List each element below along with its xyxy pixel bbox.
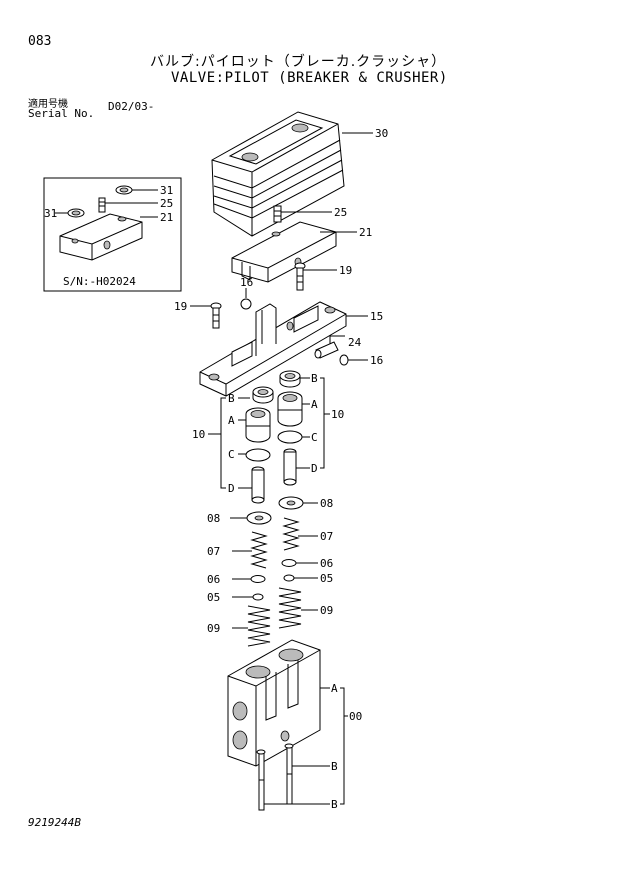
spring-09-left (247, 605, 271, 647)
callout-06: 06 (207, 573, 220, 586)
valve-body (227, 639, 321, 767)
callout-10: 10 (192, 428, 205, 441)
washer-06 (281, 559, 297, 567)
spool-kit-right (277, 370, 303, 486)
callout-05: 05 (207, 591, 220, 604)
washer-06 (250, 575, 266, 583)
shim-05 (283, 574, 295, 582)
callout-d: D (311, 462, 318, 475)
callout-10: 10 (331, 408, 344, 421)
inset-frame (43, 177, 182, 292)
callout-19: 19 (339, 264, 352, 277)
shim-05 (252, 593, 264, 601)
callout-b: B (228, 392, 235, 405)
callout-07: 07 (320, 530, 333, 543)
callout-25: 25 (160, 197, 173, 210)
spring-seat-08-right (278, 496, 304, 510)
callout-16: 16 (370, 354, 383, 367)
block-21 (231, 221, 337, 283)
connector-24 (314, 341, 339, 359)
callout-07: 07 (207, 545, 220, 558)
callout-24: 24 (348, 336, 362, 349)
callout-00: 00 (349, 710, 362, 723)
callout-d: D (228, 482, 235, 495)
callout-b: B (331, 798, 338, 811)
callout-31: 31 (160, 184, 173, 197)
inset-serial-label: S/N:-H02024 (63, 275, 136, 288)
o-ring-16 (240, 298, 252, 310)
callout-b: B (311, 372, 318, 385)
title-english: VALVE:PILOT (BREAKER & CRUSHER) (171, 70, 448, 86)
screw-19 (294, 262, 306, 291)
title-japanese: バルブ:パイロット（ブレーカ.クラッシャ） (150, 54, 447, 70)
serial-value: D02/03- (108, 100, 155, 113)
callout-08: 08 (207, 512, 220, 525)
base-plate-15 (199, 301, 347, 397)
serial-label-en: Serial No. (28, 107, 95, 120)
footer-code: 9219244B (28, 816, 81, 829)
page-number: 083 (28, 34, 52, 49)
callout-06: 06 (320, 557, 333, 570)
spring-07-right (282, 517, 300, 551)
callout-c: C (311, 431, 318, 444)
callout-05: 05 (320, 572, 333, 585)
callout-30: 30 (375, 127, 388, 140)
callout-31: 31 (44, 207, 57, 220)
spring-07-left (250, 531, 268, 569)
plug-25 (273, 205, 282, 223)
callout-21: 21 (359, 226, 372, 239)
o-ring-16 (339, 354, 349, 366)
callout-09: 09 (320, 604, 333, 617)
callout-21: 21 (160, 211, 173, 224)
callout-c: C (228, 448, 235, 461)
callout-a: A (331, 682, 338, 695)
callout-08: 08 (320, 497, 333, 510)
pilot-cover-30 (211, 111, 345, 237)
screw-19 (210, 302, 222, 329)
spring-seat-08-left (246, 511, 272, 525)
callout-b: B (331, 760, 338, 773)
spring-09-right (278, 587, 302, 629)
callout-16: 16 (240, 276, 253, 289)
callout-15: 15 (370, 310, 383, 323)
callout-25: 25 (334, 206, 347, 219)
callout-a: A (311, 398, 318, 411)
callout-09: 09 (207, 622, 220, 635)
spool-kit-left (245, 386, 274, 504)
callout-19: 19 (174, 300, 187, 313)
serial-label-jp: 適用号機 (28, 99, 68, 110)
callout-a: A (228, 414, 235, 427)
inset-part-assembly (59, 185, 143, 261)
